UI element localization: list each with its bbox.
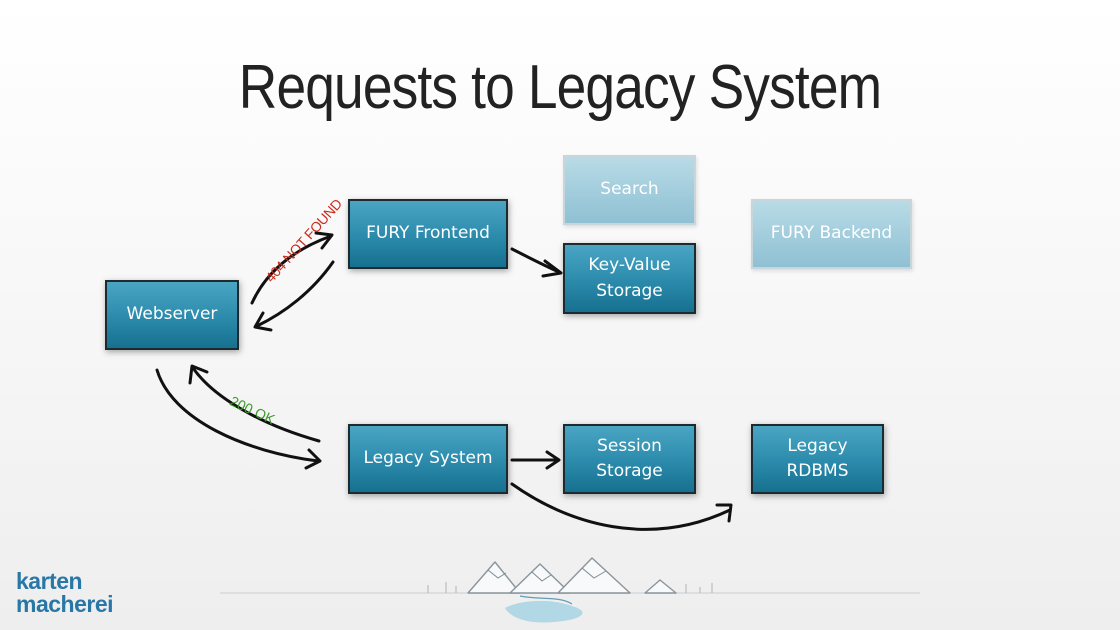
arrow-webserver-to-legacy [155,368,320,463]
node-fury-backend-label: FURY Backend [770,223,893,244]
arrowhead-webserver-to-legacy [304,448,322,470]
arrowhead-legacy-to-webserver [188,364,209,385]
node-rdbms-label-line1: Legacy [787,435,848,456]
node-rdbms-label-line2: RDBMS [786,461,849,481]
node-search: Search [563,155,696,225]
node-fury-frontend-label: FURY Frontend [366,223,490,244]
node-fury-frontend: FURY Frontend [348,199,508,269]
arrow-frontend-to-webserver [255,260,335,328]
node-key-value-storage: Key-Value Storage [563,243,696,314]
slide-title: Requests to Legacy System [238,53,882,122]
node-legacy-rdbms: Legacy RDBMS [751,424,884,494]
node-session-label-line1: Session [597,435,662,456]
logo-line2: macherei [16,591,114,617]
arrowhead-frontend-to-kv [541,259,563,278]
node-webserver: Webserver [105,280,239,350]
arrowhead-legacy-to-rdbms [715,503,733,523]
arrow-frontend-to-kv [510,247,561,274]
arrow-webserver-to-frontend [250,234,333,305]
node-search-label: Search [600,179,659,200]
node-webserver-label: Webserver [126,304,218,325]
arrow-legacy-to-rdbms [510,482,732,531]
arrowhead-legacy-to-session [545,450,561,470]
arrowhead-frontend-to-webserver [253,311,273,332]
node-session-label-line2: Storage [596,461,663,481]
node-legacy-system-label: Legacy System [363,448,493,469]
node-session-storage: Session Storage [563,424,696,494]
node-fury-backend: FURY Backend [751,199,912,269]
node-legacy-system: Legacy System [348,424,508,494]
karten-macherei-logo: karten macherei [16,568,114,617]
node-kv-label-line2: Storage [596,280,663,301]
arrow-legacy-to-webserver [191,366,321,443]
mountain-illustration [220,557,920,623]
node-kv-label-line1: Key-Value [588,255,671,275]
logo-line1: karten [16,568,83,594]
arrowhead-webserver-to-frontend [314,231,334,250]
